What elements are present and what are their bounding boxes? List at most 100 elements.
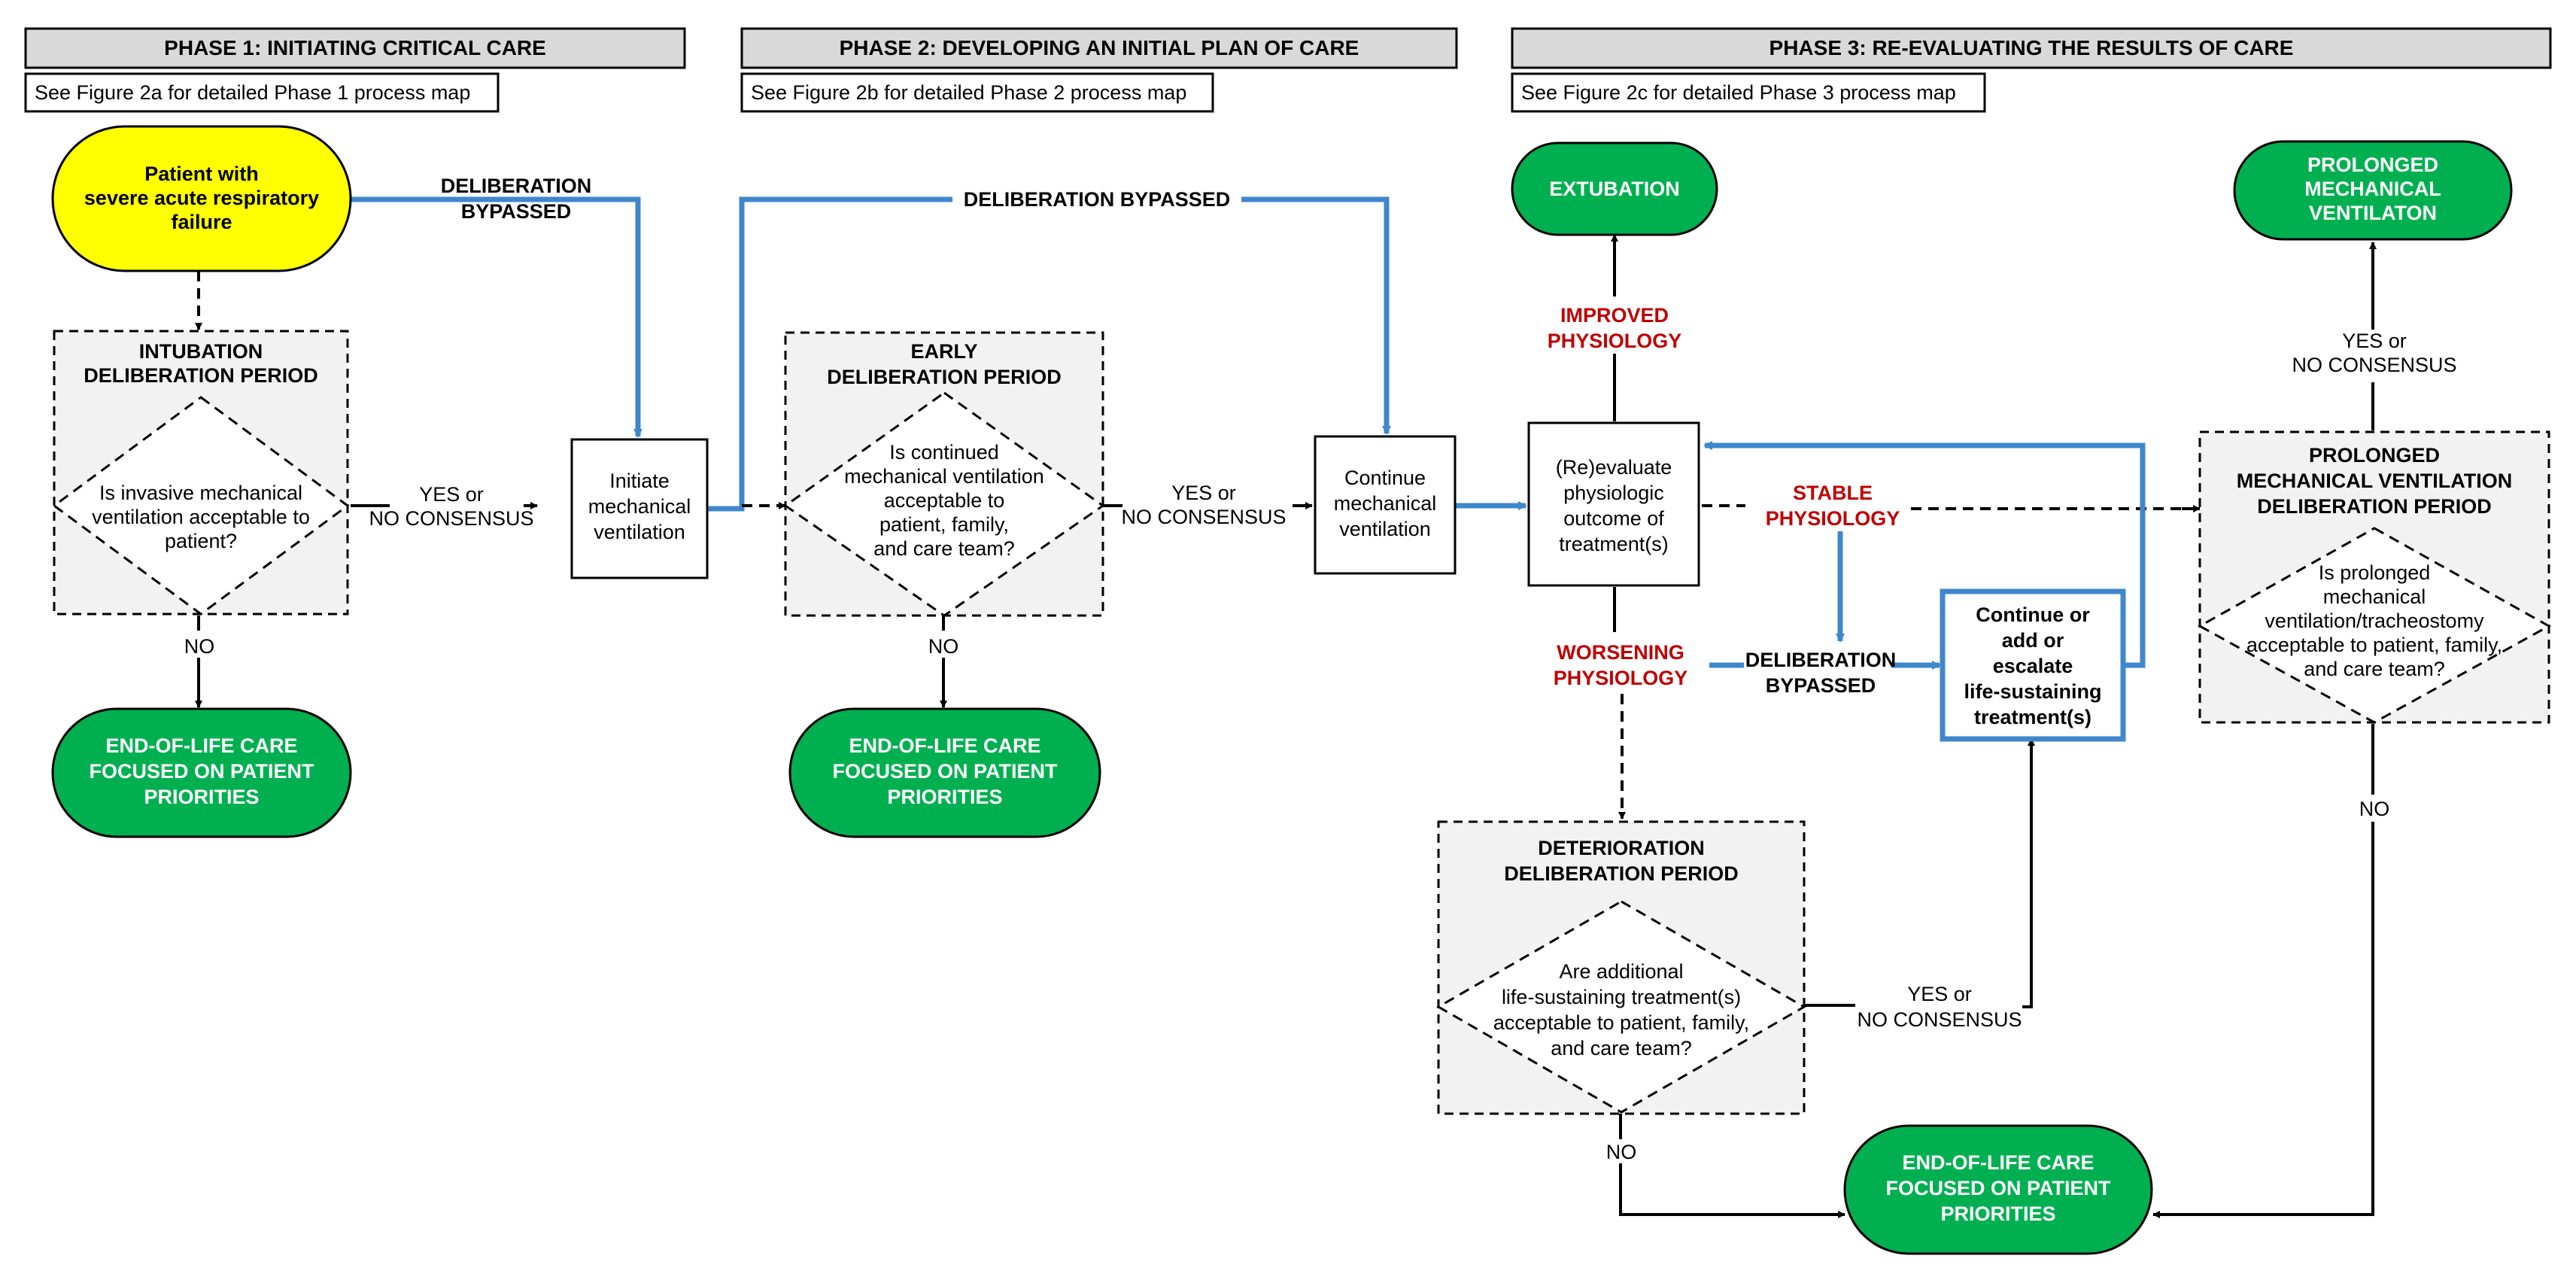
prolonged-q-1: Is prolonged — [2319, 561, 2431, 584]
escalate-treatment-node: Continue or add or escalate life-sustain… — [1940, 588, 2126, 742]
deterioration-decision-diamond — [1435, 900, 1807, 1114]
prolonged-q-4: acceptable to patient, family, — [2246, 634, 2502, 656]
intubation-yes-label-1: YES or — [419, 483, 484, 506]
intubation-q-1: Is invasive mechanical — [99, 482, 302, 504]
phase-2-header: PHASE 2: DEVELOPING AN INITIAL PLAN OF C… — [740, 27, 1458, 69]
intubation-decision-diamond — [52, 396, 350, 616]
deterioration-yes-label-1: YES or — [1907, 983, 1972, 1005]
escalate-5: treatment(s) — [1974, 706, 2091, 728]
reevaluate-2: physiologic — [1563, 482, 1664, 504]
phase-1-header: PHASE 1: INITIATING CRITICAL CARE — [24, 27, 686, 69]
deterioration-yes-label-2: NO CONSENSUS — [1857, 1008, 2022, 1031]
deterioration-deliberation-period: DETERIORATION DELIBERATION PERIOD Are ad… — [1435, 820, 1807, 1115]
phase2-end-of-life-node: END-OF-LIFE CARE FOCUSED ON PATIENT PRIO… — [788, 707, 1101, 838]
early-q-4: patient, family, — [879, 513, 1009, 536]
phase-3-title: PHASE 3: RE-EVALUATING THE RESULTS OF CA… — [1769, 36, 2294, 59]
arrow-deterioration-no — [1619, 1114, 1845, 1215]
stable-label-2: PHYSIOLOGY — [1766, 507, 1900, 530]
continue-3: ventilation — [1339, 518, 1431, 540]
phase-1-reference: See Figure 2a for detailed Phase 1 proce… — [24, 72, 500, 113]
escalate-4: life-sustaining — [1964, 680, 2101, 703]
prolonged-title-1: PROLONGED — [2309, 444, 2440, 467]
arrow-prolonged-no — [2153, 724, 2374, 1215]
phase-2-reference: See Figure 2b for detailed Phase 2 proce… — [740, 72, 1214, 113]
early-q-5: and care team? — [873, 537, 1015, 560]
arrow-bypass-initiate — [349, 196, 642, 438]
worsening-label-1: WORSENING — [1557, 641, 1684, 664]
intubation-q-2: ventilation acceptable to — [92, 506, 310, 528]
early-q-3: acceptable to — [884, 489, 1005, 512]
initiate-1: Initiate — [609, 470, 670, 492]
start-line-3: failure — [171, 211, 232, 233]
arrow-deterioration-yes — [1804, 739, 2031, 1008]
stable-dashed-line — [1702, 504, 2198, 510]
prolonged-no-label: NO — [2359, 798, 2390, 820]
intubation-title-1: INTUBATION — [139, 340, 263, 363]
extubation-node: EXTUBATION — [1511, 141, 1718, 236]
phase2-eol-2: FOCUSED ON PATIENT — [832, 760, 1058, 783]
phase3-eol-3: PRIORITIES — [1940, 1202, 2055, 1225]
intubation-yes-label-2: NO CONSENSUS — [369, 507, 533, 530]
early-yes-label-1: YES or — [1171, 482, 1236, 504]
deterioration-q-3: acceptable to patient, family, — [1493, 1011, 1749, 1034]
start-line-2: severe acute respiratory — [84, 187, 319, 209]
improved-label-1: IMPROVED — [1560, 304, 1669, 327]
phase-3-reference: See Figure 2c for detailed Phase 3 proce… — [1511, 72, 1986, 113]
stable-label-1: STABLE — [1793, 482, 1873, 504]
escalate-2: add or — [2002, 629, 2064, 652]
phase1-bypass-label-1: DELIBERATION — [441, 175, 592, 197]
reevaluate-3: outcome of — [1563, 507, 1664, 530]
prolonged-outcome-node: PROLONGED MECHANICAL VENTILATON — [2233, 140, 2513, 241]
phase1-eol-1: END-OF-LIFE CARE — [106, 734, 298, 757]
prolonged-title-3: DELIBERATION PERIOD — [2257, 495, 2492, 518]
worsening-label-2: PHYSIOLOGY — [1554, 667, 1688, 689]
initiate-2: mechanical — [588, 495, 691, 518]
deterioration-q-2: life-sustaining treatment(s) — [1502, 986, 1741, 1008]
phase1-bypass-label-2: BYPASSED — [461, 200, 572, 223]
prolonged-outcome-1: PROLONGED — [2307, 154, 2438, 176]
early-title-2: DELIBERATION PERIOD — [827, 366, 1062, 388]
phase2-eol-3: PRIORITIES — [887, 786, 1002, 808]
escalate-3: escalate — [1993, 655, 2073, 677]
prolonged-title-2: MECHANICAL VENTILATION — [2237, 470, 2513, 492]
phase2-bypass-label: DELIBERATION BYPASSED — [964, 188, 1231, 211]
escalate-1: Continue or — [1976, 603, 2090, 626]
early-q-1: Is continued — [889, 441, 999, 464]
deterioration-no-label: NO — [1606, 1141, 1637, 1163]
early-yes-label-2: NO CONSENSUS — [1121, 506, 1286, 528]
reevaluate-node: (Re)evaluate physiologic outcome of trea… — [1527, 421, 1700, 587]
phase1-eol-2: FOCUSED ON PATIENT — [89, 760, 314, 783]
phase3-bypass-label-1: DELIBERATION — [1745, 649, 1897, 671]
phase1-end-of-life-node: END-OF-LIFE CARE FOCUSED ON PATIENT PRIO… — [51, 707, 352, 838]
early-title-1: EARLY — [910, 340, 977, 363]
phase-2-reference-text: See Figure 2b for detailed Phase 2 proce… — [751, 81, 1186, 104]
early-decision-diamond — [783, 391, 1105, 617]
phase-3-reference-text: See Figure 2c for detailed Phase 3 proce… — [1521, 81, 1956, 104]
continue-ventilation-node: Continue mechanical ventilation — [1314, 435, 1457, 575]
prolonged-yes-label-1: YES or — [2342, 330, 2407, 352]
intubation-no-label: NO — [184, 635, 215, 658]
phase3-eol-2: FOCUSED ON PATIENT — [1885, 1177, 2111, 1199]
phase-3-header: PHASE 3: RE-EVALUATING THE RESULTS OF CA… — [1511, 27, 2552, 69]
deterioration-q-4: and care team? — [1551, 1037, 1692, 1060]
start-line-1: Patient with — [144, 163, 259, 185]
reevaluate-1: (Re)evaluate — [1556, 456, 1672, 479]
prolonged-outcome-2: MECHANICAL — [2304, 178, 2441, 200]
prolonged-q-3: ventilation/tracheostomy — [2265, 610, 2484, 632]
arrow-reevaluate-loop — [1703, 441, 2146, 668]
continue-1: Continue — [1344, 467, 1426, 489]
phase-2-title: PHASE 2: DEVELOPING AN INITIAL PLAN OF C… — [840, 36, 1359, 59]
phase3-eol-1: END-OF-LIFE CARE — [1903, 1151, 2095, 1174]
extubation-text: EXTUBATION — [1549, 178, 1680, 200]
prolonged-decision-diamond — [2197, 527, 2552, 724]
intubation-title-2: DELIBERATION PERIOD — [84, 364, 318, 387]
arrow-bypass-continue — [707, 196, 1391, 512]
initiate-ventilation-node: Initiate mechanical ventilation — [570, 438, 709, 579]
early-deliberation-period: EARLY DELIBERATION PERIOD Is continued m… — [783, 331, 1105, 617]
early-q-2: mechanical ventilation — [844, 465, 1044, 488]
deterioration-q-1: Are additional — [1559, 960, 1683, 983]
start-node: Patient with severe acute respiratory fa… — [51, 125, 352, 272]
phase3-end-of-life-node: END-OF-LIFE CARE FOCUSED ON PATIENT PRIO… — [1843, 1124, 2153, 1255]
phase-1-reference-text: See Figure 2a for detailed Phase 1 proce… — [35, 81, 470, 104]
